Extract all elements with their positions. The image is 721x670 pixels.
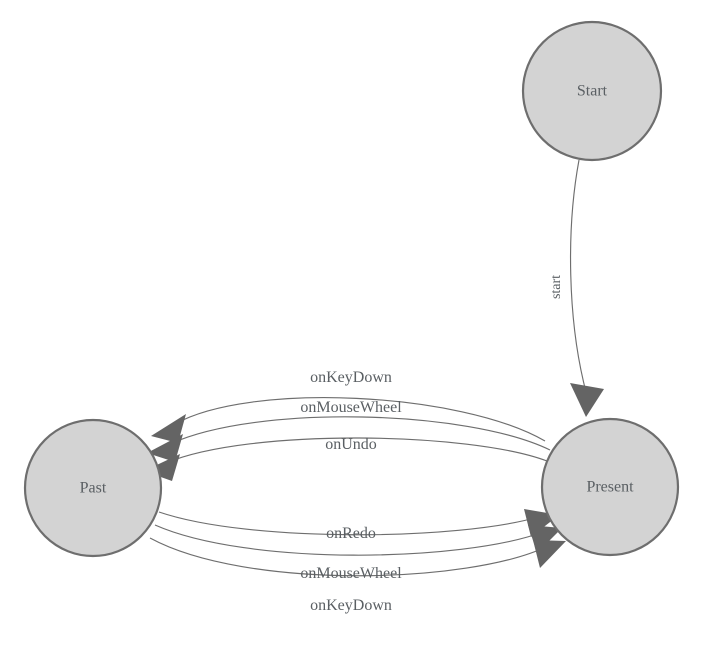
- edge-past-to-present-onkeydown-arrowhead: [533, 540, 566, 568]
- edge-past-to-present-onkeydown[interactable]: [149, 537, 566, 577]
- edge-label-onmousewheel-up: onMouseWheel: [300, 399, 402, 416]
- edge-present-to-past-onundo-arrowhead: [144, 454, 180, 481]
- edge-label-start: start: [549, 275, 564, 299]
- edge-present-to-past-onkeydown[interactable]: [151, 397, 546, 443]
- edge-label-onundo: onUndo: [325, 436, 377, 453]
- edge-start-to-present[interactable]: [569, 159, 604, 417]
- edge-present-to-past-onmousewheel-path: [169, 416, 551, 451]
- node-present-circle: [540, 417, 680, 557]
- node-start-label: Start: [577, 83, 608, 100]
- edge-present-to-past-onkeydown-path: [174, 397, 546, 442]
- node-past-circle: [23, 418, 163, 558]
- edge-label-onkeydown-up: onKeyDown: [310, 369, 392, 386]
- node-start[interactable]: Start: [521, 20, 663, 162]
- edge-past-to-present-onmousewheel-path: [154, 524, 544, 556]
- edge-present-to-past-onmousewheel-arrowhead: [147, 434, 183, 462]
- node-past[interactable]: Past: [23, 418, 163, 558]
- node-present-label: Present: [586, 479, 634, 496]
- edge-past-to-present-onredo-path: [158, 511, 539, 536]
- edge-present-to-past-onundo-path: [165, 437, 548, 464]
- edge-start-to-present-path: [569, 159, 586, 389]
- node-present[interactable]: Present: [540, 417, 680, 557]
- edge-label-onredo: onRedo: [326, 525, 376, 542]
- edge-label-onmousewheel-down: onMouseWheel: [300, 565, 402, 582]
- edge-present-to-past-onmousewheel[interactable]: [147, 416, 551, 462]
- node-past-label: Past: [80, 480, 107, 497]
- edge-past-to-present-onkeydown-path: [149, 537, 549, 577]
- edge-label-onkeydown-down: onKeyDown: [310, 597, 392, 614]
- edge-present-to-past-onundo[interactable]: [144, 437, 548, 481]
- edge-present-to-past-onkeydown-arrowhead: [151, 414, 186, 443]
- edge-start-to-present-arrowhead: [570, 383, 604, 417]
- node-start-circle: [521, 20, 663, 162]
